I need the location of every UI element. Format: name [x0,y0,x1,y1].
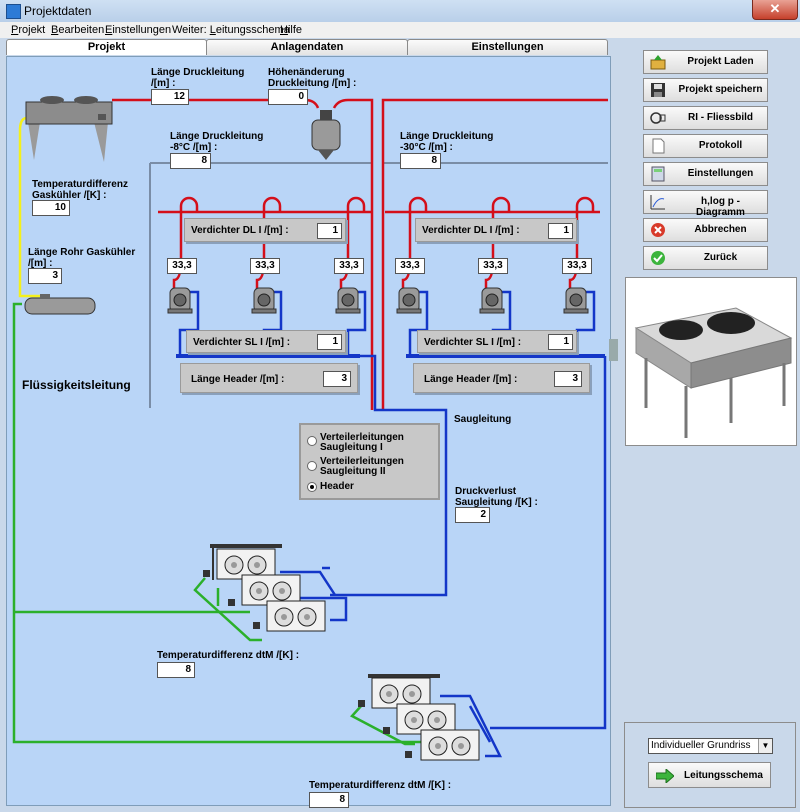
tab-projekt[interactable]: Projekt [6,39,207,55]
fluessigkeitsleitung-label: Flüssigkeitsleitung [22,378,131,392]
rohr-gaskuehler-label: Länge Rohr Gaskühler/[m] : [28,247,136,269]
tdiff-dtm-label-1: Temperaturdifferenz dtM /[K] : [157,650,300,661]
verdichter-dl-box-2: Verdichter DL I /[m] : 1 [415,218,577,242]
radio-verteiler-2[interactable] [307,461,317,471]
compressor-value-6[interactable]: 33,3 [562,258,592,274]
compressor-value-4[interactable]: 33,3 [395,258,425,274]
gas-cooler-3d-icon [634,307,793,438]
druckleitung-8c-label: Länge Druckleitung-8°C /[m] : [170,131,264,153]
hlogp-diagramm-button[interactable]: h,log p - Diagramm [643,190,768,218]
splitter-handle[interactable] [609,339,618,361]
dropdown-arrow-icon[interactable]: ▼ [758,739,772,753]
verdichter-dl-input-2[interactable]: 1 [548,223,573,239]
diagram-icon [650,195,665,210]
header-input-2[interactable]: 3 [554,371,582,387]
verdichter-sl-input-1[interactable]: 1 [317,334,342,350]
floppy-disk-icon [651,83,665,97]
verdichter-sl-label-2: Verdichter SL I /[m] : [424,337,522,348]
gas-cooler-icon [25,96,113,162]
layout-select[interactable]: Individueller Grundriss ▼ [648,738,773,754]
compressor-value-2[interactable]: 33,3 [250,258,280,274]
verdichter-dl-input-1[interactable]: 1 [317,223,342,239]
app-icon [6,4,21,19]
header-label-2: Länge Header /[m] : [424,374,518,385]
menu-einstellungen[interactable]: Einstellungen [105,24,172,36]
druckleitung-30c-label: Länge Druckleitung-30°C /[m] : [400,131,494,153]
tdiff-gaskuehler-input[interactable]: 10 [32,200,70,216]
rohr-gaskuehler-input[interactable]: 3 [28,268,62,284]
einstellungen-button[interactable]: Einstellungen [643,162,768,186]
check-icon [651,251,665,265]
tab-strip: Projekt Anlagendaten Einstellungen [6,39,608,55]
document-icon [652,138,665,154]
verdichter-sl-input-2[interactable]: 1 [548,334,573,350]
header-box-2: Länge Header /[m] : 3 [413,363,590,393]
verdichter-sl-label-1: Verdichter SL I /[m] : [193,337,291,348]
tdiff-dtm-input-2[interactable]: 8 [309,792,349,808]
druckverlust-input[interactable]: 2 [455,507,490,523]
tab-anlagendaten[interactable]: Anlagendaten [206,39,408,55]
ri-fliessbild-button[interactable]: RI - Fliessbild [643,106,768,130]
calculator-icon [651,166,665,182]
menu-bar: Projekt Bearbeiten Einstellungen Weiter:… [0,22,800,38]
header-input-1[interactable]: 3 [323,371,351,387]
menu-leitungsschema[interactable]: Weiter: Leitungsschema [172,24,290,36]
abbrechen-button[interactable]: Abbrechen [643,218,768,242]
radio-header-label: Header [320,481,354,492]
header-label-1: Länge Header /[m] : [191,374,285,385]
window-title: Projektdaten [24,4,92,18]
tdiff-dtm-label-2: Temperaturdifferenz dtM /[K] : [309,780,452,791]
verdichter-sl-box-2: Verdichter SL I /[m] : 1 [417,330,577,353]
separator-icon [311,110,341,160]
header-box-1: Länge Header /[m] : 3 [180,363,358,393]
arrow-right-icon [656,769,674,783]
menu-hilfe[interactable]: Hilfe [280,24,303,36]
tdiff-dtm-input-1[interactable]: 8 [157,662,195,678]
laenge-druckleitung-label: Länge Druckleitung/[m] : [151,67,245,89]
druckleitung-30c-input[interactable]: 8 [400,153,441,169]
receiver-icon [24,294,96,315]
protokoll-button[interactable]: Protokoll [643,134,768,158]
radio-header[interactable] [307,482,317,492]
gas-cooler-preview-image [625,277,797,446]
compressor-value-3[interactable]: 33,3 [334,258,364,274]
druckleitung-8c-input[interactable]: 8 [170,153,211,169]
projekt-speichern-button[interactable]: Projekt speichern [643,78,768,102]
cancel-icon [651,223,665,237]
projekt-laden-button[interactable]: Projekt Laden [643,50,768,74]
flowchart-icon [650,112,666,124]
tab-einstellungen[interactable]: Einstellungen [407,39,608,55]
menu-bearbeiten[interactable]: Bearbeiten [51,24,105,36]
saugleitung-label: Saugleitung [454,414,512,425]
menu-projekt[interactable]: Projekt [11,24,46,36]
close-button[interactable]: ✕ [752,0,798,20]
compressor-value-1[interactable]: 33,3 [167,258,197,274]
zurueck-button[interactable]: Zurück [643,246,768,270]
hoehenaenderung-input[interactable]: 0 [268,89,308,105]
folder-up-icon [650,55,666,70]
verdichter-dl-box-1: Verdichter DL I /[m] : 1 [184,218,346,242]
leitungsschema-button[interactable]: Leitungsschema [648,762,771,788]
laenge-druckleitung-input[interactable]: 12 [151,89,189,105]
verdichter-dl-label-2: Verdichter DL I /[m] : [422,225,520,236]
verdichter-sl-box-1: Verdichter SL I /[m] : 1 [186,330,346,353]
radio-verteiler-1[interactable] [307,436,317,446]
compressor-value-5[interactable]: 33,3 [478,258,508,274]
verdichter-dl-label-1: Verdichter DL I /[m] : [191,225,289,236]
